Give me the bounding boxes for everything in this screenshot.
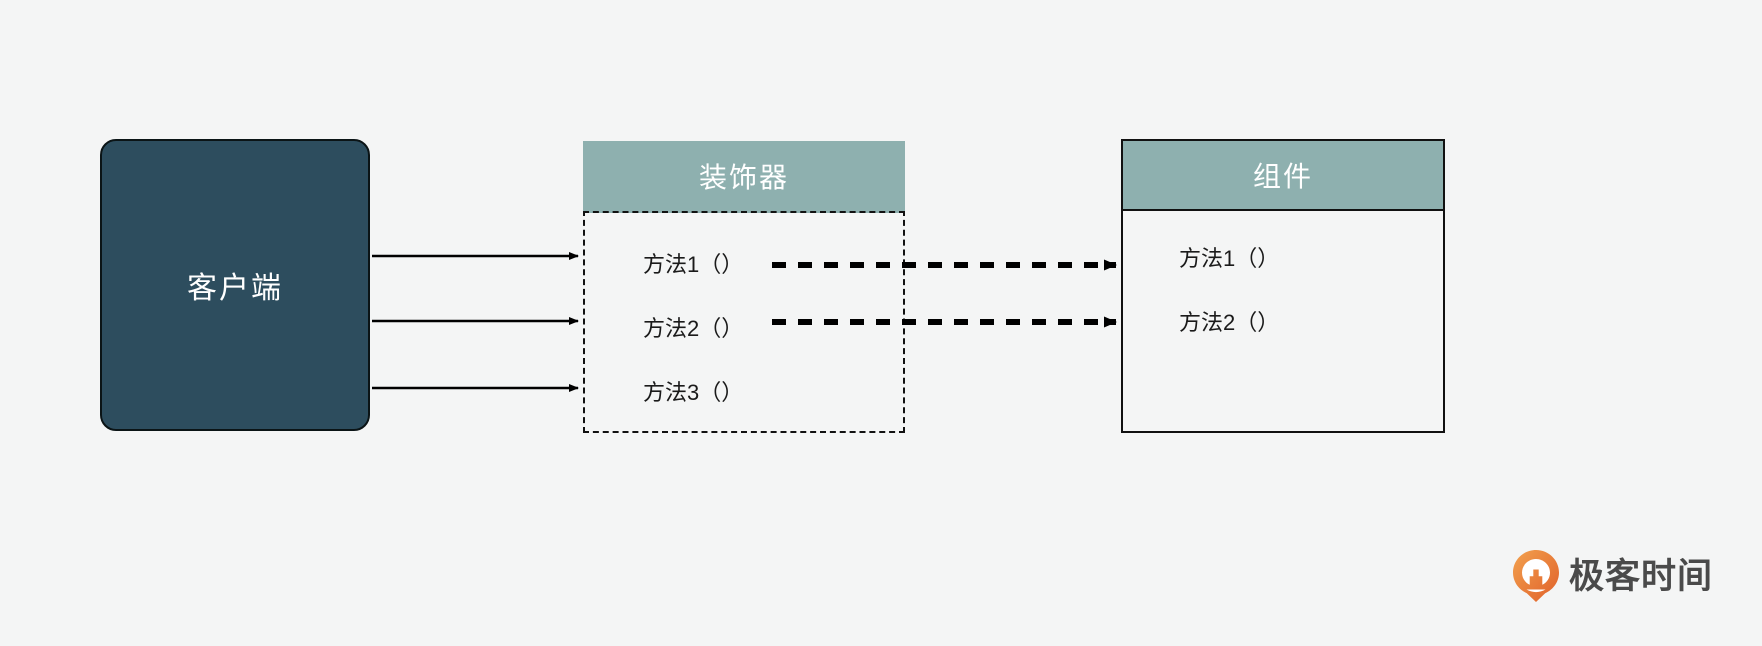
decorator-method-3: 方法3（） [643,380,744,405]
decorator-title: 装饰器 [698,162,789,193]
component-header: 组件 [1121,139,1445,211]
client-box: 客户端 [100,139,370,431]
geektime-logo-text: 极客时间 [1569,556,1714,596]
geektime-logo-icon [1513,550,1559,602]
geektime-logo: 极客时间 [1513,550,1713,602]
component-method-2: 方法2（） [1179,310,1280,335]
decorator-method-list: 方法1（） 方法2（） 方法3（） [583,213,905,433]
decorator-header: 装饰器 [583,141,905,213]
client-to-decorator-arrows [372,252,579,392]
client-label: 客户端 [187,272,283,305]
decorator-method-1: 方法1（） [643,252,744,277]
component-method-1: 方法1（） [1179,246,1280,271]
component-method-list: 方法1（） 方法2（） [1121,211,1445,433]
decorator-method-2: 方法2（） [643,316,744,341]
component-title: 组件 [1252,161,1313,192]
